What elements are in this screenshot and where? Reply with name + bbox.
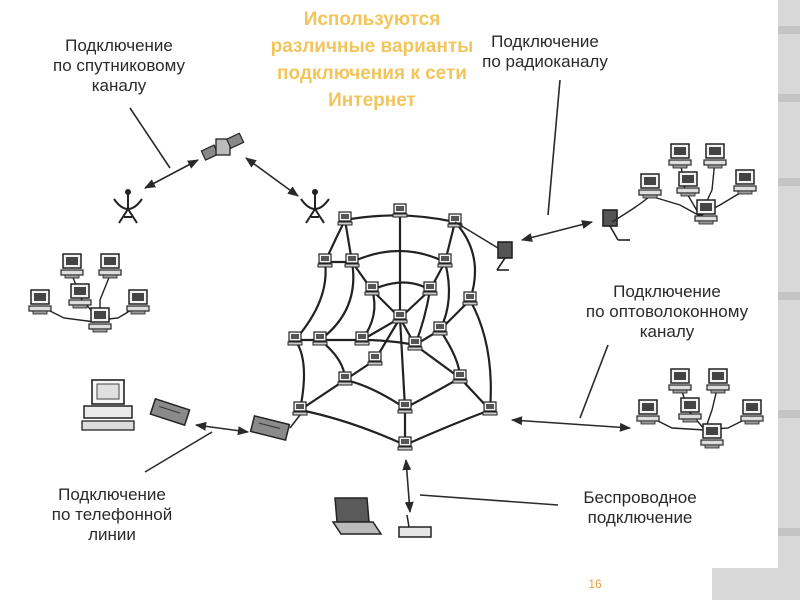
computer-icon (60, 253, 84, 279)
radio-antenna-icon-left (496, 241, 513, 271)
left-lan (28, 253, 150, 333)
desktop-computer-icon (81, 379, 135, 431)
computer-icon (668, 368, 692, 394)
computer-icon (706, 368, 730, 394)
radio-links (454, 79, 594, 249)
label-radio: Подключение по радиоканалу (482, 32, 608, 71)
computer-icon (636, 399, 660, 425)
computer-icon (638, 173, 662, 199)
lower-right-lan (636, 368, 764, 449)
computer-icon (678, 397, 702, 423)
laptop-icon (331, 497, 383, 535)
label-wireless: Беспроводное подключение (583, 488, 697, 527)
label-fiber: Подключение по оптоволоконному каналу (585, 282, 749, 341)
slide-title: Используются различные варианты подключе… (270, 9, 474, 111)
computer-icon (740, 399, 764, 425)
computer-icon (668, 143, 692, 169)
computer-icon (28, 289, 52, 315)
computer-icon (68, 283, 92, 309)
internet-web (294, 212, 492, 447)
modem-icon-right (249, 414, 291, 442)
radio-antenna-icon-right (602, 209, 630, 241)
upper-right-lan (611, 143, 757, 225)
computer-icon (88, 307, 112, 333)
satellite-dish-icon-right (300, 189, 330, 224)
satellite-links (129, 107, 299, 197)
computer-icon (694, 199, 718, 225)
phone-links (144, 414, 301, 473)
page-number: 16 (588, 577, 602, 591)
satellite-icon (200, 132, 245, 161)
label-phone: Подключение по телефонной линии (51, 485, 173, 544)
wireless-links (402, 458, 559, 514)
computer-icon (703, 143, 727, 169)
network-node-icons (287, 203, 498, 451)
computer-icon (676, 171, 700, 197)
satellite-dish-icon-left (113, 189, 143, 224)
computer-icon (700, 423, 724, 449)
label-satellite: Подключение по спутниковому каналу (52, 36, 185, 95)
computer-icon (98, 253, 122, 279)
computer-icon (733, 169, 757, 195)
fiber-links (510, 344, 632, 432)
computer-icon (126, 289, 150, 315)
modem-icon-left (149, 397, 191, 427)
wireless-router-icon (398, 514, 432, 538)
